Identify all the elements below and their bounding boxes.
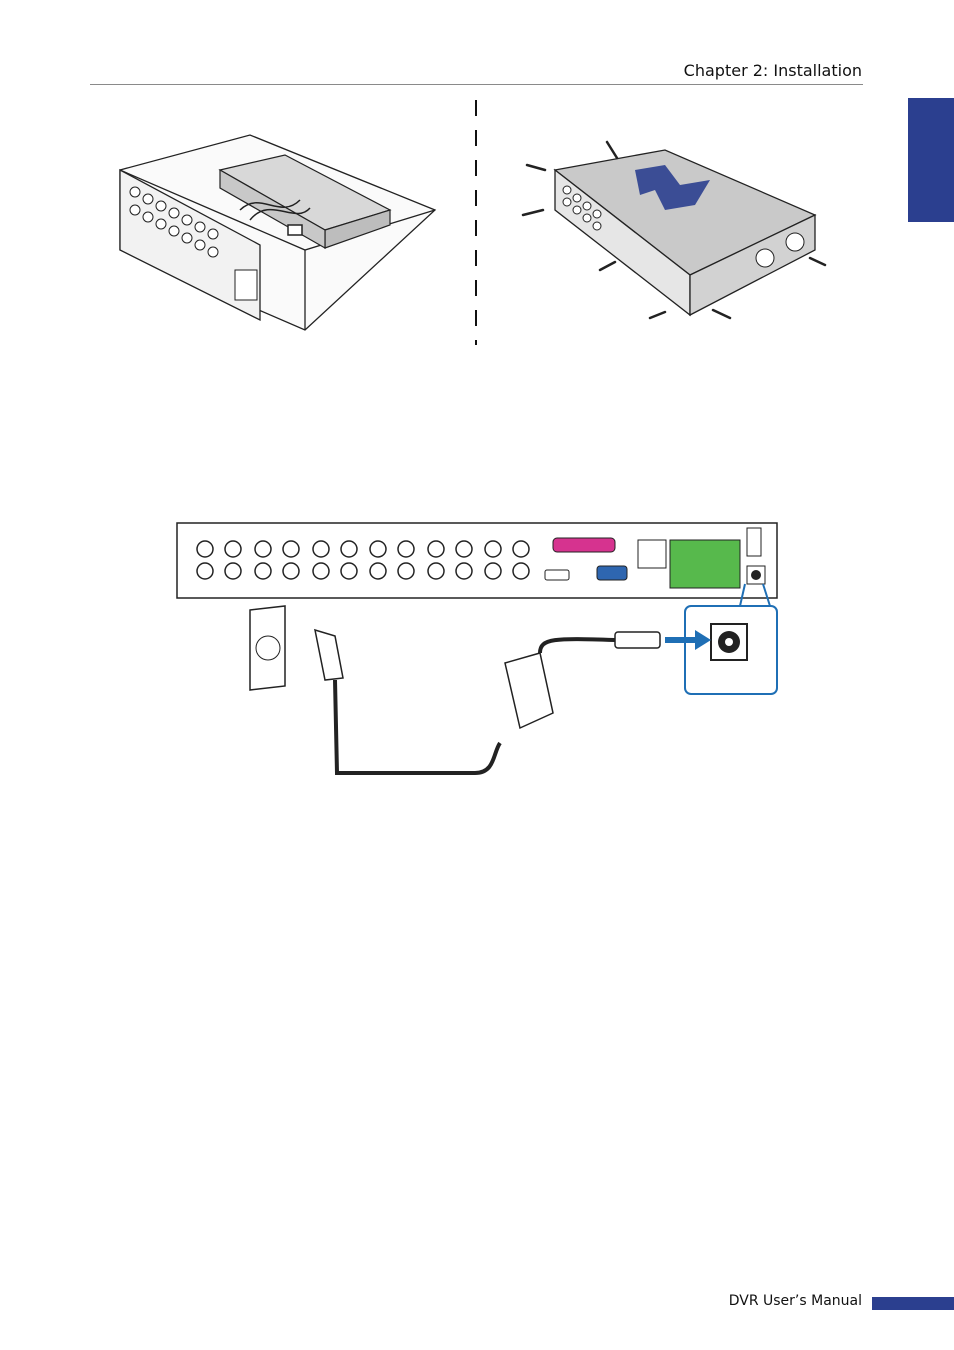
page-number-bar — [872, 1297, 954, 1310]
manual-title: DVR User’s Manual — [729, 1293, 862, 1309]
chapter-title: Chapter 2: Installation — [684, 61, 862, 80]
cover-install-illustration — [515, 130, 835, 330]
chapter-tab-marker — [908, 98, 954, 222]
figure-divider — [474, 100, 478, 345]
header-divider — [90, 84, 863, 85]
hdd-install-illustration — [110, 130, 440, 340]
power-connect-illustration — [175, 518, 780, 783]
